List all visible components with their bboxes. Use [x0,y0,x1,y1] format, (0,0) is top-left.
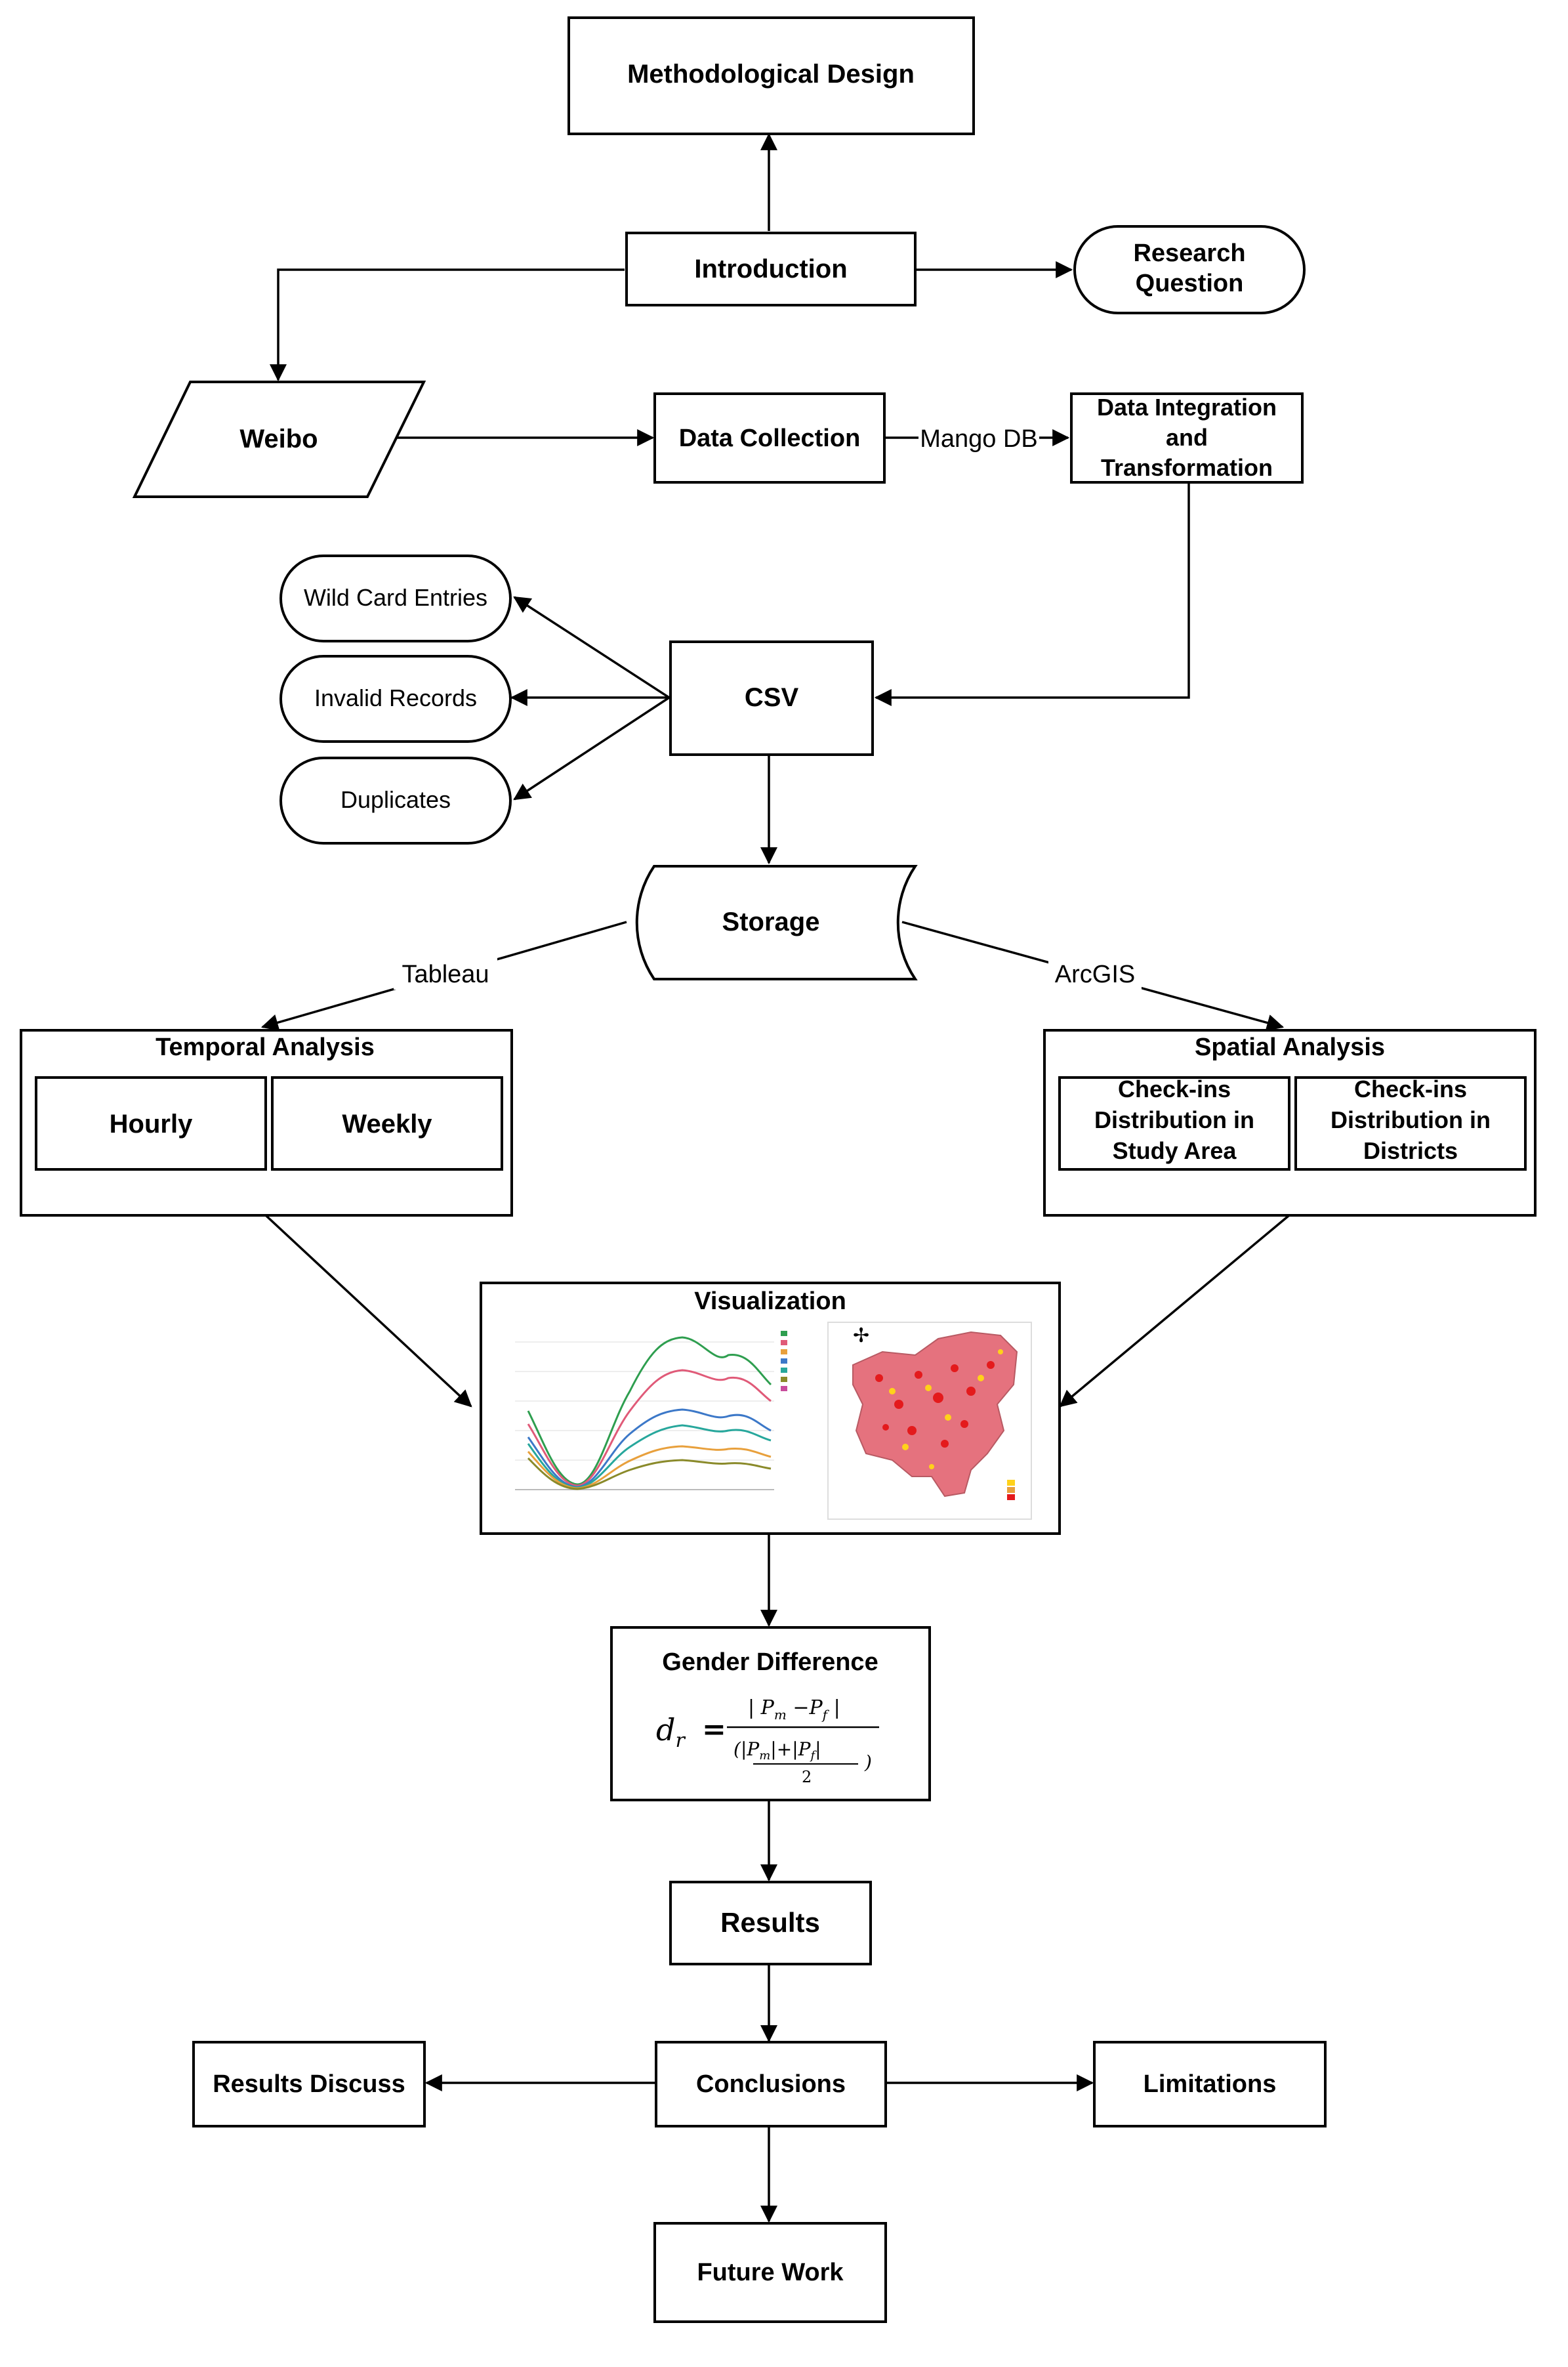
node-data-collection-label: Data Collection [679,425,861,452]
node-invalid-records-label: Invalid Records [314,684,477,711]
node-csv-label: CSV [745,683,799,712]
node-spatial-analysis: Spatial Analysis Check-ins Distribution … [1043,1029,1537,1217]
node-methodological-design: Methodological Design [567,16,975,135]
edge-temporal-to-visualization [264,1214,472,1408]
edge-csv-to-wildcard [513,596,670,699]
node-wild-card-entries: Wild Card Entries [279,555,512,642]
node-data-integration-line2: and [1166,424,1208,451]
formula-lhs: dr [656,1712,686,1752]
node-results-discuss-label: Results Discuss [213,2070,405,2098]
edge-label-mango-db: Mango DB [920,425,1038,453]
node-checkins-study-area-line1: Check-ins [1118,1076,1231,1102]
node-results-discuss: Results Discuss [192,2041,426,2127]
node-duplicates: Duplicates [279,757,512,845]
formula-numerator: | Pm −Pf | [748,1696,840,1723]
node-research-question-line2: Question [1136,270,1244,297]
thumbnail-legend [781,1331,787,1391]
node-checkins-study-area-line3: Study Area [1113,1137,1237,1164]
node-checkins-districts-line1: Check-ins [1354,1076,1467,1102]
edge-labels: Mango DB Tableau ArcGIS [394,421,1142,990]
node-checkins-districts [1294,1076,1527,1171]
node-hourly-label: Hourly [110,1110,193,1139]
node-weibo-label: Weibo [239,425,318,453]
node-checkins-districts-line2: Distribution in [1331,1106,1491,1133]
node-checkins-study-area [1058,1076,1290,1171]
formula-denominator: (|Pm|+|Pf| [733,1738,821,1763]
node-results: Results [669,1881,872,1965]
node-weekly [271,1076,503,1171]
node-introduction-label: Introduction [694,255,847,283]
node-limitations-label: Limitations [1144,2070,1277,2098]
formula-den-paren: ) [864,1751,872,1773]
node-hourly [35,1076,267,1171]
edges [260,133,1290,2223]
node-weibo: Weibo [132,381,426,498]
edge-intro-to-weibo [270,268,625,382]
edge-label-arcgis: ArcGIS [1055,961,1135,988]
node-data-collection: Data Collection [653,392,886,484]
formula-den-two: 2 [802,1768,812,1786]
node-results-label: Results [720,1907,820,1938]
node-temporal-analysis-title: Temporal Analysis [155,1034,375,1061]
node-spatial-analysis-title: Spatial Analysis [1195,1034,1385,1061]
node-checkins-districts-line3: Districts [1363,1137,1458,1164]
node-storage: Storage [635,865,918,980]
node-future-work-label: Future Work [697,2259,844,2286]
node-methodological-design-label: Methodological Design [627,60,915,89]
gender-difference-formula: dr = | Pm −Pf | (|Pm|+|Pf| 2 ) [656,1696,879,1786]
node-wild-card-entries-label: Wild Card Entries [304,584,487,611]
thumbnail-checkins-map: ✢ [827,1322,1032,1520]
node-duplicates-label: Duplicates [340,786,451,813]
node-temporal-analysis: Temporal Analysis Hourly Weekly [20,1029,513,1217]
formula-equals: = [702,1713,726,1746]
node-data-integration-line3: Transformation [1101,454,1273,481]
edge-csv-to-duplicates [513,696,670,801]
node-data-integration: Data Integration and Transformation [1070,392,1304,484]
map-legend [1007,1480,1015,1500]
node-limitations: Limitations [1093,2041,1327,2127]
node-data-integration-line1: Data Integration [1097,394,1277,421]
node-research-question-line1: Research [1133,240,1245,267]
node-weekly-label: Weekly [342,1110,432,1139]
node-conclusions: Conclusions [655,2041,887,2127]
edge-label-tableau: Tableau [402,961,489,988]
node-csv: CSV [669,640,874,756]
node-storage-label: Storage [722,908,820,936]
node-introduction: Introduction [625,232,917,306]
node-visualization-title: Visualization [694,1288,846,1315]
thumbnail-hourly-line-chart [499,1322,794,1522]
node-conclusions-label: Conclusions [696,2070,846,2098]
node-checkins-study-area-line2: Distribution in [1094,1106,1254,1133]
node-visualization: Visualization [480,1282,1061,1535]
edge-integration-to-csv [874,482,1190,706]
node-gender-difference: Gender Difference dr = | Pm −Pf | (|Pm|+… [610,1626,931,1801]
node-invalid-records: Invalid Records [279,655,512,743]
edge-spatial-to-visualization [1059,1214,1290,1408]
node-gender-difference-title: Gender Difference [662,1648,878,1676]
node-future-work: Future Work [653,2222,887,2323]
node-research-question: Research Question [1073,225,1306,314]
north-arrow-icon: ✢ [853,1325,869,1347]
